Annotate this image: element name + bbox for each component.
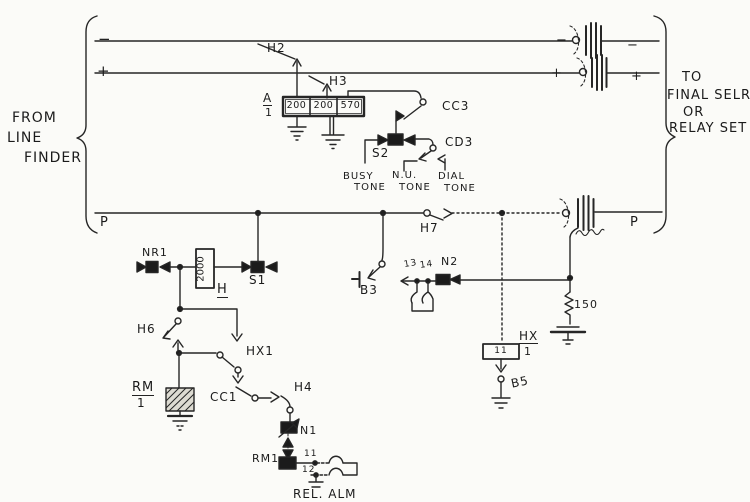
hx-contact-number: 11	[494, 346, 508, 356]
label-hx-relay: HX	[519, 329, 539, 344]
label-n2: N2	[441, 255, 459, 268]
label-h4: H4	[294, 380, 313, 394]
label-cd3: CD3	[445, 135, 474, 149]
terminal-11: 11	[304, 449, 318, 459]
resistor-150-value: 150	[574, 298, 598, 311]
resistor-value-1: 200	[286, 100, 307, 111]
note-from-3: FINDER	[24, 150, 83, 166]
plus-jack-capacitor	[576, 54, 660, 91]
rm1-contact	[278, 456, 297, 470]
label-h2: H2	[267, 41, 286, 55]
minus-jack-capacitor	[569, 22, 660, 59]
label-rm-relay: RM	[132, 380, 155, 396]
terminal-13-14-coils	[400, 276, 437, 312]
right-brace	[653, 15, 676, 234]
ground-left	[287, 115, 307, 141]
resistor-bank-box	[281, 95, 366, 118]
h-relay-coil	[195, 248, 243, 289]
label-rm-sub: 1	[137, 396, 146, 410]
b3-contact	[351, 212, 386, 288]
label-rm1: RM1	[252, 452, 280, 465]
label-s1: S1	[249, 273, 267, 287]
ground-mid	[321, 115, 345, 150]
p-wire	[94, 208, 563, 221]
dial-tone-2: TONE	[444, 183, 476, 194]
label-b3: B3	[360, 283, 378, 297]
hx1-contact	[179, 308, 243, 342]
label-cc3: CC3	[442, 99, 470, 113]
p-label-left: P	[100, 215, 109, 230]
nu-tone-2: TONE	[399, 182, 431, 193]
label-h3: H3	[329, 74, 348, 88]
note-to-3: OR	[683, 105, 705, 120]
label-cc1: CC1	[210, 390, 238, 404]
label-h7: H7	[420, 221, 439, 235]
nu-tone-1: N.U.	[392, 170, 418, 181]
battery-earth-right	[549, 326, 587, 345]
dial-tone-1: DIAL	[438, 171, 466, 182]
label-b5: B5	[509, 373, 531, 391]
n1-rm1-link	[282, 433, 294, 460]
p-jack-capacitor-coil	[559, 195, 663, 238]
label-a-relay: A	[263, 91, 273, 106]
n1-contact	[278, 418, 300, 438]
cc3-contact	[347, 90, 427, 120]
label-n1: N1	[300, 424, 318, 437]
polarity-minus-left: −	[98, 30, 112, 48]
b5-contact	[491, 364, 511, 409]
label-a-sub: 1	[265, 106, 273, 119]
cc1-h4-chain	[178, 351, 294, 423]
label-hx-sub: 1	[524, 345, 532, 358]
rm-relay	[165, 352, 195, 431]
label-rel-alm: REL. ALM	[293, 487, 357, 501]
rel-alm-relay	[295, 455, 358, 488]
terminal-14: 14	[419, 259, 435, 271]
resistor-value-3: 570	[340, 100, 361, 111]
terminal-12: 12	[302, 465, 316, 475]
polarity-minus-right: −	[627, 38, 639, 53]
polarity-minus-jack: −	[556, 33, 568, 48]
s2-contact	[364, 110, 434, 164]
s1-contact	[241, 212, 278, 274]
h6-contact	[162, 266, 184, 357]
label-hx1: HX1	[246, 344, 274, 358]
label-h-relay: H	[217, 282, 228, 298]
h-coil-value: 2000	[195, 256, 207, 282]
note-to-2: FINAL SELR	[667, 88, 750, 103]
p-label-right: P	[630, 215, 639, 230]
note-to-1: TO	[682, 70, 703, 85]
polarity-plus-jack: +	[551, 66, 563, 81]
busy-tone-2: TONE	[354, 182, 386, 193]
busy-tone-1: BUSY	[343, 171, 374, 182]
note-from-1: FROM	[12, 110, 57, 126]
left-brace	[76, 15, 98, 234]
label-h6: H6	[137, 322, 156, 336]
hx-relay	[482, 212, 520, 370]
label-nr1: NR1	[142, 246, 168, 259]
label-s2: S2	[372, 146, 390, 160]
minus-wire	[94, 40, 573, 98]
n2-contact	[435, 273, 571, 286]
note-to-4: RELAY SET	[669, 121, 748, 136]
polarity-plus-left: +	[97, 62, 111, 80]
nr1-contact	[136, 260, 197, 274]
cd3-contact	[403, 144, 446, 172]
resistor-value-2: 200	[313, 100, 334, 111]
polarity-plus-right: +	[631, 69, 643, 84]
note-from-2: LINE	[7, 130, 43, 146]
